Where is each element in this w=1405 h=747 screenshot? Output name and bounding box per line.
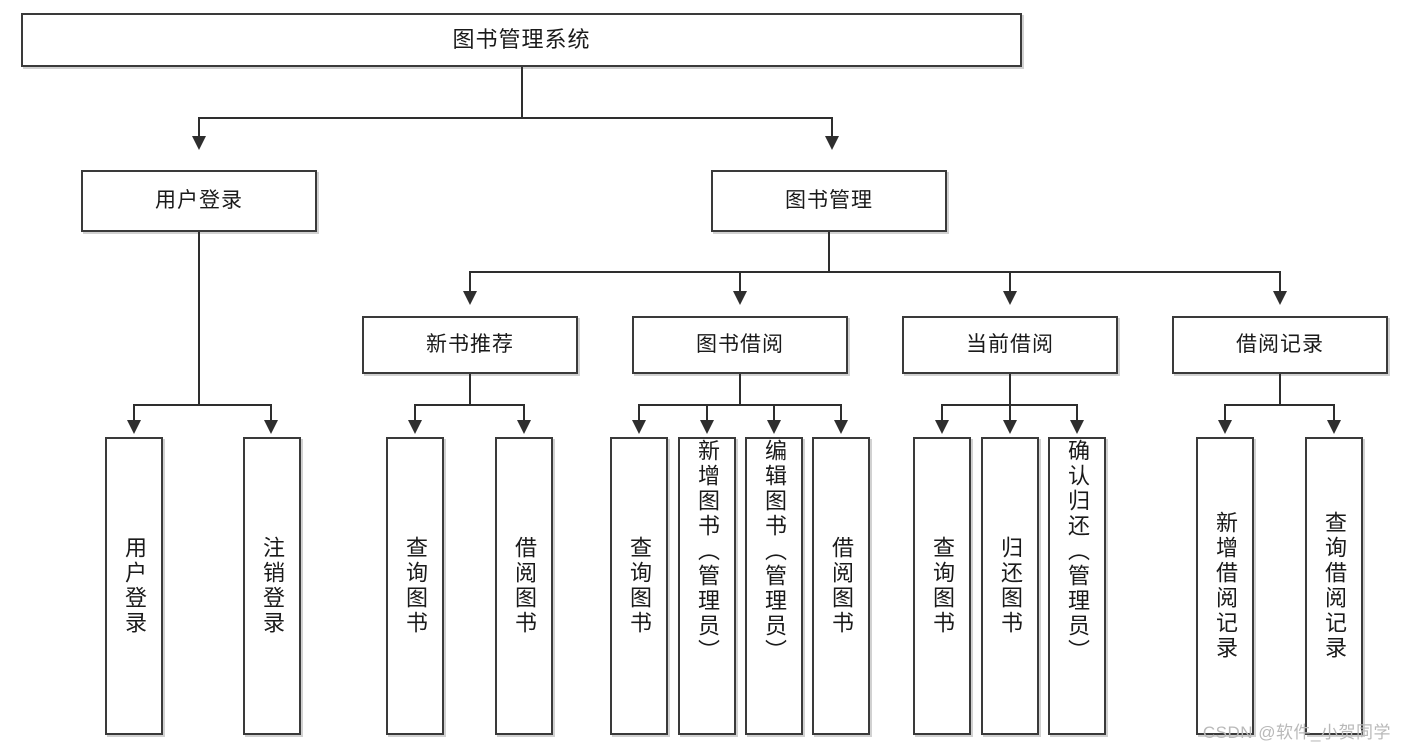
node-label: 借阅图书 [512, 536, 537, 636]
arrowhead-new-book-leaf1 [408, 420, 422, 434]
connector-book-borrow-stem [739, 374, 741, 405]
arrowhead-leaf-logout [264, 420, 278, 434]
node-label: 新书推荐 [426, 332, 514, 356]
connector-book-borrow-leaf2 [706, 404, 708, 422]
connector-book-borrow-leaf4 [840, 404, 842, 422]
node-label: 查询图书 [627, 536, 652, 636]
node-label: 新增借阅记录 [1213, 511, 1238, 661]
leaf-borrow-book[interactable]: 借阅图书 [812, 437, 870, 735]
leaf-add-book-admin[interactable]: 新增图书（管理员） [678, 437, 736, 735]
leaf-return-book[interactable]: 归还图书 [981, 437, 1039, 735]
connector-book-borrow-leaf1 [638, 404, 640, 422]
leaf-confirm-return-admin[interactable]: 确认归还（管理员） [1048, 437, 1106, 735]
arrowhead-borrow-record-leaf1 [1218, 420, 1232, 434]
connector-to-new-book [469, 271, 471, 295]
connector-root-stem [521, 67, 523, 118]
connector-root-bus [198, 117, 833, 119]
node-book-borrow[interactable]: 图书借阅 [632, 316, 848, 374]
connector-root-to-book-manage [831, 117, 833, 141]
arrowhead-book-borrow [733, 291, 747, 305]
node-book-management[interactable]: 图书管理 [711, 170, 947, 232]
leaf-query-book-current[interactable]: 查询图书 [913, 437, 971, 735]
arrowhead-leaf-user-login [127, 420, 141, 434]
connector-current-borrow-leaf3 [1076, 404, 1078, 422]
arrowhead-book-borrow-leaf4 [834, 420, 848, 434]
connector-user-login-stem [198, 232, 200, 405]
node-label: 归还图书 [998, 536, 1023, 636]
node-label: 图书借阅 [696, 332, 784, 356]
node-label: 编辑图书（管理员） [762, 439, 787, 664]
connector-new-book-leaf2 [523, 404, 525, 422]
leaf-user-login[interactable]: 用户登录 [105, 437, 163, 735]
node-label: 借阅记录 [1236, 332, 1324, 356]
arrowhead-current-borrow-leaf3 [1070, 420, 1084, 434]
node-label: 用户登录 [155, 188, 243, 212]
connector-user-login-bus [133, 404, 270, 406]
arrowhead-current-borrow [1003, 291, 1017, 305]
connector-new-book-stem [469, 374, 471, 405]
connector-user-login-to-leaf1 [133, 404, 135, 422]
connector-current-borrow-leaf1 [941, 404, 943, 422]
leaf-edit-book-admin[interactable]: 编辑图书（管理员） [745, 437, 803, 735]
arrowhead-borrow-record-leaf2 [1327, 420, 1341, 434]
node-label: 用户登录 [122, 536, 147, 636]
connector-borrow-record-leaf1 [1224, 404, 1226, 422]
arrowhead-book-borrow-leaf3 [767, 420, 781, 434]
node-root-system[interactable]: 图书管理系统 [21, 13, 1022, 67]
connector-current-borrow-leaf2 [1009, 404, 1011, 422]
connector-root-to-user-login [198, 117, 200, 141]
arrowhead-book-borrow-leaf2 [700, 420, 714, 434]
node-label: 图书管理 [785, 188, 873, 212]
node-borrow-record[interactable]: 借阅记录 [1172, 316, 1388, 374]
connector-to-borrow-record [1279, 271, 1281, 295]
leaf-query-borrow-record[interactable]: 查询借阅记录 [1305, 437, 1363, 735]
connector-borrow-record-stem [1279, 374, 1281, 405]
node-label: 查询图书 [403, 536, 428, 636]
connector-to-current-borrow [1009, 271, 1011, 295]
arrowhead-user-login [192, 136, 206, 150]
node-current-borrow[interactable]: 当前借阅 [902, 316, 1118, 374]
connector-book-manage-stem [828, 232, 830, 272]
arrowhead-borrow-record [1273, 291, 1287, 305]
arrowhead-book-manage [825, 136, 839, 150]
node-user-login[interactable]: 用户登录 [81, 170, 317, 232]
leaf-logout[interactable]: 注销登录 [243, 437, 301, 735]
connector-new-book-bus [414, 404, 525, 406]
watermark-text: CSDN @软件_小贺同学 [1202, 723, 1391, 742]
connector-new-book-leaf1 [414, 404, 416, 422]
arrowhead-new-book [463, 291, 477, 305]
connector-borrow-record-bus [1224, 404, 1335, 406]
connector-user-login-to-leaf2 [270, 404, 272, 422]
arrowhead-new-book-leaf2 [517, 420, 531, 434]
connector-book-borrow-leaf3 [773, 404, 775, 422]
node-new-book-recommend[interactable]: 新书推荐 [362, 316, 578, 374]
connector-level3-bus [469, 271, 1281, 273]
leaf-query-book-borrow[interactable]: 查询图书 [610, 437, 668, 735]
node-label: 注销登录 [260, 536, 285, 636]
arrowhead-book-borrow-leaf1 [632, 420, 646, 434]
leaf-query-book-recommend[interactable]: 查询图书 [386, 437, 444, 735]
leaf-add-borrow-record[interactable]: 新增借阅记录 [1196, 437, 1254, 735]
arrowhead-current-borrow-leaf2 [1003, 420, 1017, 434]
connector-to-book-borrow [739, 271, 741, 295]
leaf-borrow-book-recommend[interactable]: 借阅图书 [495, 437, 553, 735]
node-label: 借阅图书 [829, 536, 854, 636]
node-label: 当前借阅 [966, 332, 1054, 356]
arrowhead-current-borrow-leaf1 [935, 420, 949, 434]
connector-borrow-record-leaf2 [1333, 404, 1335, 422]
connector-book-borrow-bus [638, 404, 842, 406]
node-label: 确认归还（管理员） [1065, 439, 1090, 664]
node-label: 查询借阅记录 [1322, 511, 1347, 661]
node-label: 查询图书 [930, 536, 955, 636]
node-label: 图书管理系统 [452, 27, 591, 53]
node-label: 新增图书（管理员） [695, 439, 720, 664]
connector-current-borrow-stem [1009, 374, 1011, 405]
